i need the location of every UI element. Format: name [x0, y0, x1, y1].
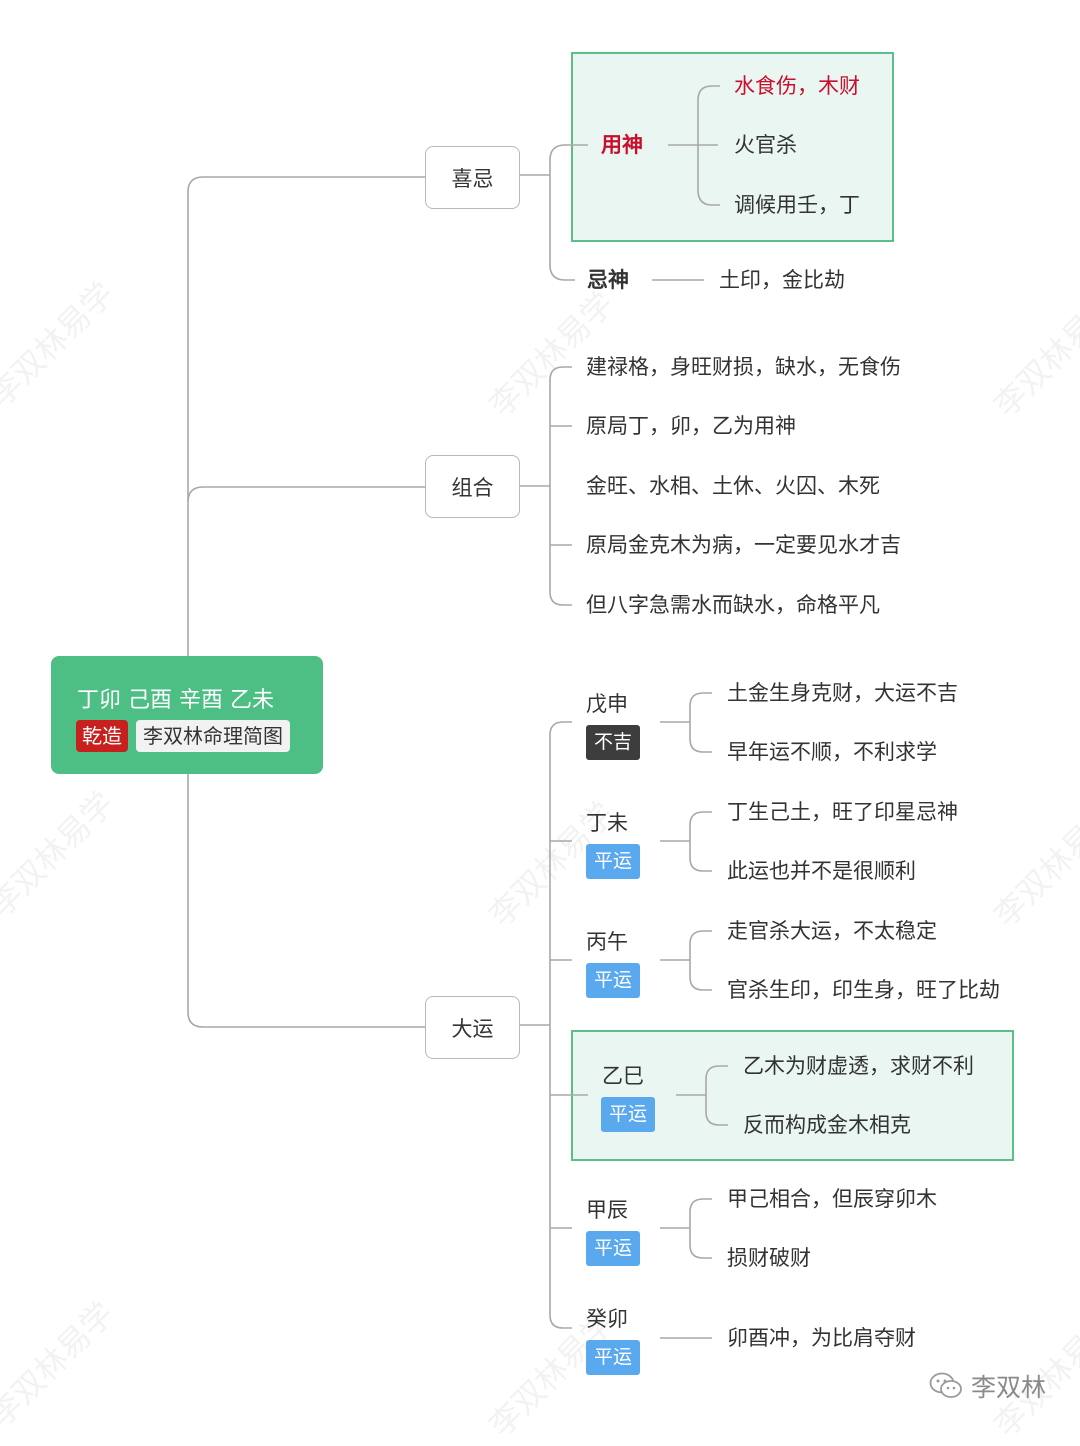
dayun-period-name[interactable]: 丙午: [586, 930, 628, 954]
dayun-note: 走官杀大运，不太稳定: [727, 919, 937, 943]
jishen-label[interactable]: 忌神: [587, 268, 629, 292]
dayun-note: 卯酉冲，为比肩夺财: [727, 1326, 916, 1350]
status-badge: 平运: [586, 844, 640, 879]
root-title: 丁卯 己酉 辛酉 乙未: [77, 688, 274, 713]
gender-tag: 乾造: [76, 720, 128, 752]
zuhe-item: 原局金克木为病，一定要见水才吉: [586, 533, 901, 557]
dayun-note: 土金生身克财，大运不吉: [727, 681, 958, 705]
yisi-highlight-box: [571, 1030, 1014, 1161]
dayun-note: 官杀生印，印生身，旺了比劫: [727, 978, 1000, 1002]
dayun-note: 此运也并不是很顺利: [727, 859, 916, 883]
dayun-note: 反而构成金木相克: [743, 1113, 911, 1137]
dayun-period-name[interactable]: 丁未: [586, 811, 628, 835]
dayun-note: 乙木为财虚透，求财不利: [743, 1054, 974, 1078]
yongshen-label[interactable]: 用神: [601, 133, 643, 157]
yongshen-item: 调候用壬，丁: [734, 193, 860, 217]
wechat-icon: [929, 1372, 962, 1398]
status-badge: 平运: [586, 1340, 640, 1375]
brand-name: 李双林: [970, 1373, 1046, 1402]
dayun-note: 丁生己土，旺了印星忌神: [727, 800, 958, 824]
root-node[interactable]: 丁卯 己酉 辛酉 乙未 乾造 李双林命理简图: [51, 656, 323, 774]
status-badge: 平运: [586, 963, 640, 998]
yongshen-item: 火官杀: [734, 133, 797, 157]
branch-xiji[interactable]: 喜忌: [425, 146, 520, 209]
branch-zuhe[interactable]: 组合: [425, 455, 520, 518]
dayun-period-name[interactable]: 戊申: [586, 692, 628, 716]
status-badge: 平运: [586, 1231, 640, 1266]
status-badge: 平运: [601, 1097, 655, 1132]
jishen-item: 土印，金比劫: [719, 268, 845, 292]
dayun-note: 甲己相合，但辰穿卯木: [727, 1187, 937, 1211]
branch-dayun[interactable]: 大运: [425, 996, 520, 1059]
description-tag: 李双林命理简图: [136, 720, 290, 752]
dayun-note: 损财破财: [727, 1246, 811, 1270]
dayun-note: 早年运不顺，不利求学: [727, 740, 937, 764]
zuhe-item: 建禄格，身旺财损，缺水，无食伤: [586, 355, 901, 379]
zuhe-item: 但八字急需水而缺水，命格平凡: [586, 593, 880, 617]
yongshen-item: 水食伤，木财: [734, 74, 860, 98]
dayun-period-name[interactable]: 甲辰: [586, 1198, 628, 1222]
zuhe-item: 原局丁，卯，乙为用神: [586, 414, 796, 438]
dayun-period-name[interactable]: 乙巳: [602, 1064, 644, 1088]
status-badge: 不吉: [586, 725, 640, 760]
yongshen-highlight-box: [571, 52, 894, 242]
dayun-period-name[interactable]: 癸卯: [586, 1307, 628, 1331]
brand-mark: 李双林: [929, 1368, 1046, 1404]
zuhe-item: 金旺、水相、土休、火囚、木死: [586, 474, 880, 498]
